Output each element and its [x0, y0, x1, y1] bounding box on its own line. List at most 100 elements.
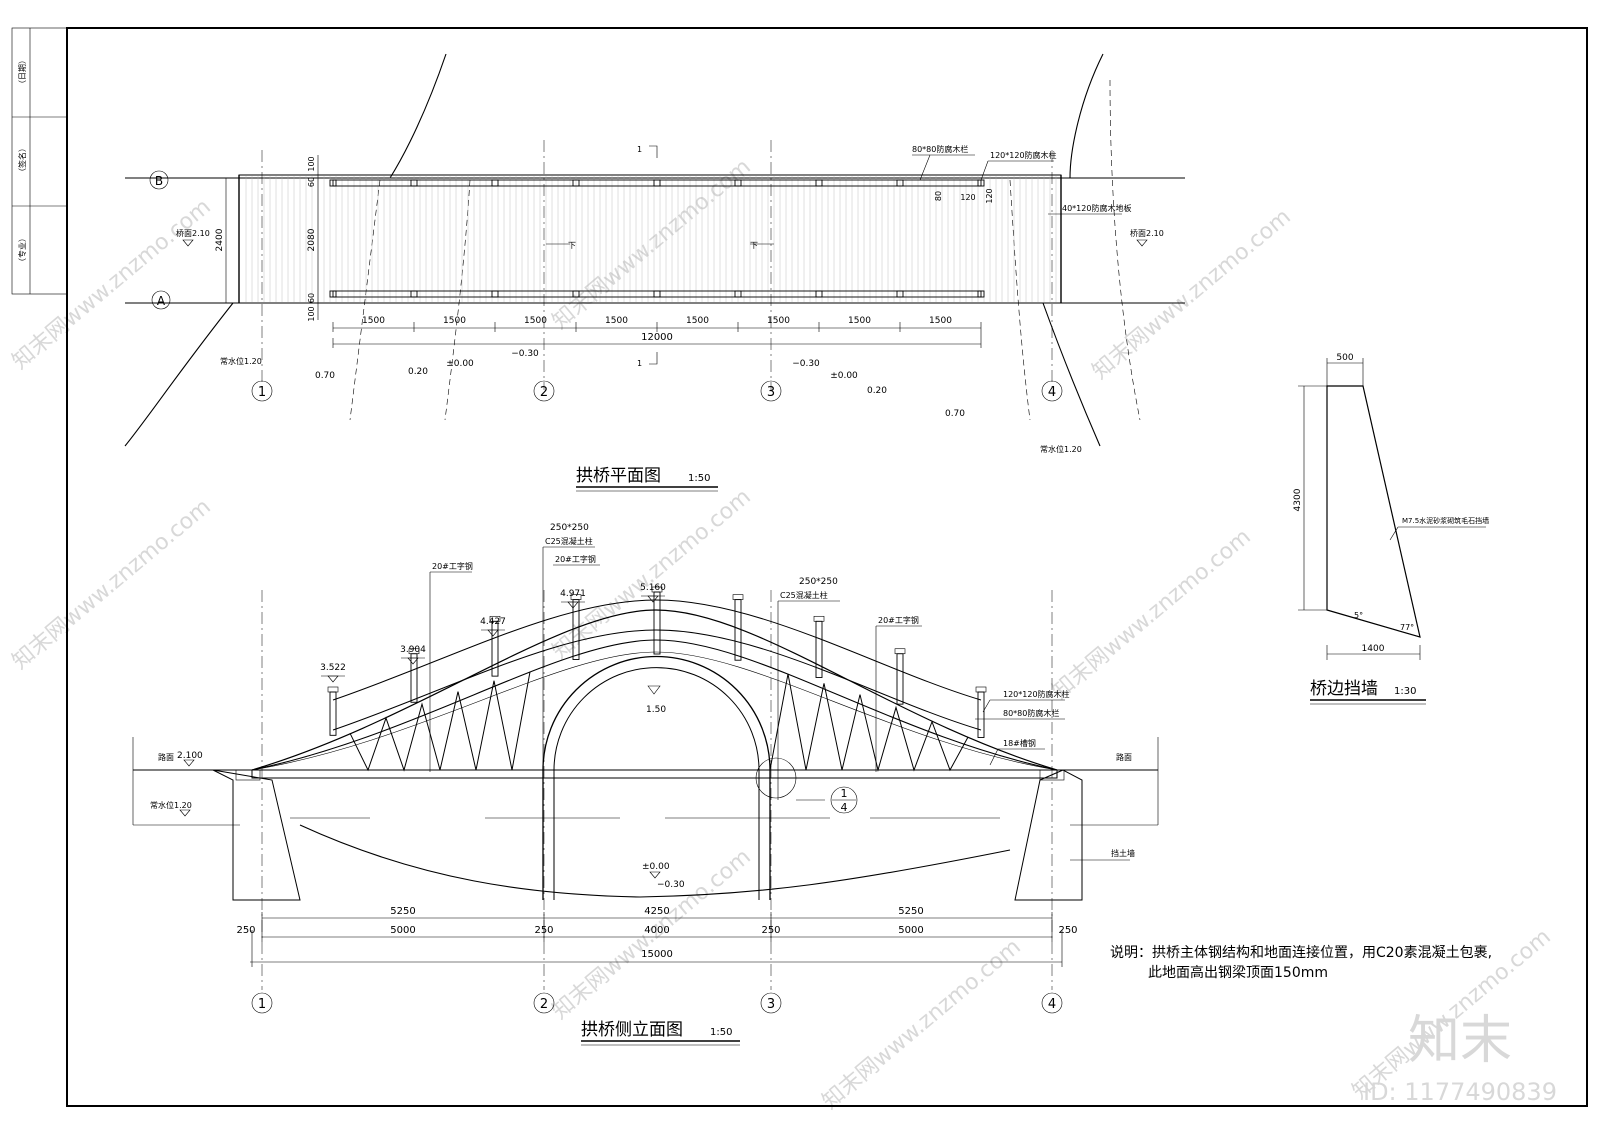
plan-post — [410, 290, 418, 298]
dim-edge-bottom-outer: 100 — [307, 306, 316, 321]
plan-axis-circle — [251, 380, 273, 402]
slope-down-mark-1: 下 — [568, 241, 576, 250]
deck-level-markers: 3.522 3.904 4.427 4.971 5.160 — [320, 583, 666, 683]
truss-right — [769, 673, 969, 772]
truss-members — [349, 671, 969, 772]
dim-span: 1500 — [767, 316, 790, 326]
column-mat-right: C25混凝土柱 — [780, 590, 828, 600]
deck-level-value: 3.904 — [400, 645, 426, 655]
column-size-right: 250*250 — [799, 577, 838, 587]
elevation-axis-circle — [1041, 992, 1063, 1014]
river-bed-level: ±0.00 — [642, 862, 670, 872]
water-level-right: 常水位1.20 — [1040, 444, 1082, 454]
elevation-scale: 1:50 — [710, 1027, 732, 1038]
dim-mid-span: 5000 — [898, 925, 923, 936]
deck-level-value: 3.522 — [320, 663, 346, 673]
plan-post — [896, 179, 904, 187]
dim-span: 1500 — [362, 316, 385, 326]
plan-post — [572, 290, 580, 298]
plan-elevation-label: 0.70 — [315, 371, 335, 381]
watermark-text: 知末网www.znzmo.com — [8, 494, 216, 674]
title-block-signature: （签名） — [17, 144, 27, 176]
note-line-1: 说明：拱桥主体钢结构和地面连接位置，用C20素混凝土包裹, — [1110, 944, 1492, 961]
main-post-label: 120*120防腐木柱 — [990, 150, 1057, 160]
wall-angle-2: 77° — [1400, 623, 1414, 632]
elevation-axis-circle — [251, 992, 273, 1014]
watermark-id: ID: 1177490839 — [1363, 1078, 1557, 1106]
title-block: （日期） （签名） （专业） — [17, 56, 27, 266]
elevation-axis-1: 1 — [258, 997, 266, 1012]
elevation-axis-3: 3 — [767, 997, 775, 1012]
plan-axis-4: 4 — [1048, 385, 1056, 400]
plan-elevation-label: 0.70 — [945, 409, 965, 419]
dim-total-length: 12000 — [641, 332, 673, 343]
detail-mark-bottom: 4 — [841, 801, 848, 814]
dim-post-120a: 120 — [960, 193, 975, 202]
deck-level-left: 桥面2.10 — [176, 228, 210, 238]
wall-bottom-width: 1400 — [1362, 644, 1385, 654]
i-beam-label-3: 20#工字钢 — [878, 615, 919, 625]
plan-post — [815, 290, 823, 298]
plan-post — [491, 179, 499, 187]
deck-level-value: 4.971 — [560, 589, 586, 599]
wall-material: M7.5水泥砂浆砌筑毛石挡墙 — [1402, 516, 1489, 525]
dim-span: 1500 — [929, 316, 952, 326]
sheet-frame — [11, 27, 1588, 1107]
plan-elevation-label: ±0.00 — [446, 359, 474, 369]
elev-water-level: 常水位1.20 — [150, 800, 192, 810]
axis-b-label: B — [155, 174, 163, 188]
plan-post — [491, 290, 499, 298]
plan-post — [815, 179, 823, 187]
title-block-discipline: （专业） — [17, 234, 27, 266]
plan-post — [329, 179, 337, 187]
plan-axis-circle — [1041, 380, 1063, 402]
road-label-left: 路面 — [158, 752, 174, 762]
wall-scale: 1:30 — [1394, 686, 1416, 697]
dim-top-span: 5250 — [390, 906, 415, 917]
truss-left — [349, 671, 531, 772]
elevation-axis-4: 4 — [1048, 997, 1056, 1012]
road-level: 2.100 — [177, 751, 203, 761]
watermark-text: 知末网www.znzmo.com — [1048, 524, 1256, 704]
wall-height: 4300 — [1293, 488, 1303, 511]
plan-elevation-label: ±0.00 — [830, 371, 858, 381]
dim-width-total: 2400 — [215, 228, 225, 251]
plan-axis-2: 2 — [540, 385, 548, 400]
deck-level-value: 5.160 — [640, 583, 666, 593]
handrail-posts — [327, 586, 987, 738]
water-level-left: 常水位1.20 — [220, 356, 262, 366]
deck-level-right: 桥面2.10 — [1130, 228, 1164, 238]
plan-elevation-label: −0.30 — [511, 349, 539, 359]
elevation-axis-circle — [533, 992, 555, 1014]
dim-top-span: 4250 — [644, 906, 669, 917]
dim-span: 1500 — [443, 316, 466, 326]
section-mark-bottom: 1 — [637, 359, 642, 368]
note-line-2: 此地面高出钢梁顶面150mm — [1148, 964, 1328, 981]
plan-post — [572, 179, 580, 187]
dim-span: 1500 — [848, 316, 871, 326]
plan-axis-circle — [533, 380, 555, 402]
retaining-wall-label: 挡土墙 — [1111, 848, 1135, 858]
handrail-post — [977, 691, 985, 738]
dim-edge-top: 60 — [307, 177, 316, 187]
dim-width-inner: 2080 — [307, 228, 317, 251]
i-beam-label-1: 20#工字钢 — [432, 561, 473, 571]
section-mark-top: 1 — [637, 145, 642, 154]
title-block-date: （日期） — [18, 56, 27, 88]
plan-post — [734, 179, 742, 187]
deck-planks — [245, 176, 1057, 302]
plan-post — [653, 179, 661, 187]
channel-label: 18#槽钢 — [1003, 738, 1036, 748]
plan-post — [734, 290, 742, 298]
detail-mark-top: 1 — [841, 787, 848, 800]
handrail-post — [653, 591, 661, 655]
watermark-text: 知末网www.znzmo.com — [8, 194, 216, 374]
plan-axis-3: 3 — [767, 385, 775, 400]
rail-post-label: 80*80防腐木栏 — [912, 144, 968, 154]
deck-level-value: 4.427 — [480, 617, 506, 627]
